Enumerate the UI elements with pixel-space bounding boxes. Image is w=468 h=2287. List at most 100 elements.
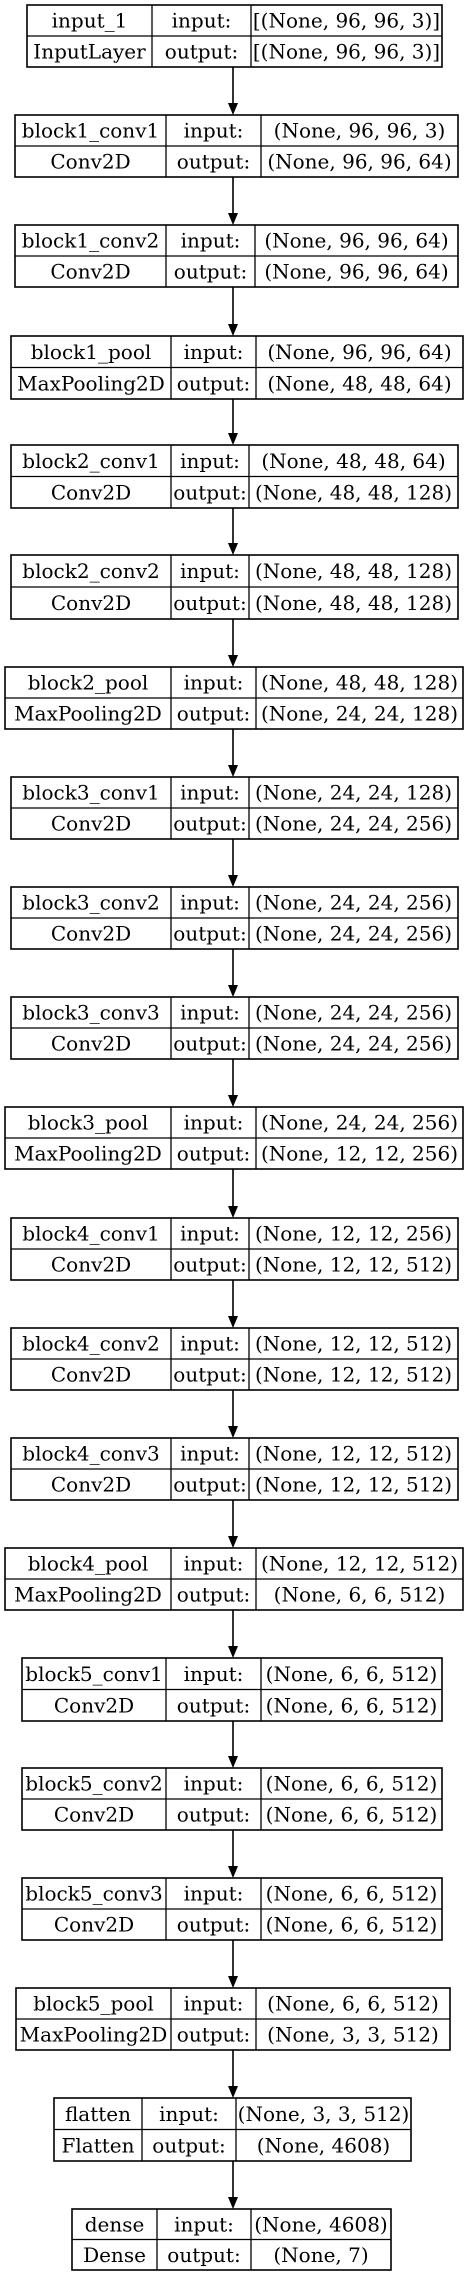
input-label: input: <box>180 781 240 805</box>
input-label: input: <box>184 1992 244 2016</box>
layer-name: input_1 <box>52 9 128 33</box>
input-shape: (None, 12, 12, 512) <box>255 1332 452 1356</box>
output-shape: (None, 96, 96, 64) <box>267 150 451 174</box>
layer-type: Conv2D <box>50 260 130 284</box>
output-label: output: <box>177 1693 250 1717</box>
layer-name: block4_conv1 <box>22 1222 159 1246</box>
layer-type: Conv2D <box>54 1803 134 1827</box>
layer-name: block2_conv2 <box>22 559 159 583</box>
arrowhead <box>228 655 238 667</box>
output-shape: (None, 6, 6, 512) <box>266 1693 438 1717</box>
arrowhead <box>228 1756 238 1768</box>
arrowhead <box>228 213 238 225</box>
input-label: input: <box>184 1552 244 1576</box>
layer-type: Conv2D <box>51 1473 131 1497</box>
input-shape: (None, 24, 24, 128) <box>255 781 452 805</box>
input-label: input: <box>174 2212 234 2236</box>
layer-type: Dense <box>83 2243 146 2267</box>
input-label: input: <box>184 1882 244 1906</box>
input-shape: (None, 12, 12, 256) <box>255 1222 452 1246</box>
output-shape: (None, 12, 12, 512) <box>255 1363 452 1387</box>
layer-type: Conv2D <box>50 150 130 174</box>
layer-type: MaxPooling2D <box>17 371 165 395</box>
input-label: input: <box>184 119 244 143</box>
edge-arrow <box>228 619 238 667</box>
arrowhead <box>228 2086 238 2098</box>
input-shape: (None, 96, 96, 64) <box>264 229 448 253</box>
layer-node-block4_pool: block4_poolMaxPooling2Dinput:output:(Non… <box>4 1547 464 1611</box>
input-shape: (None, 4608) <box>254 2212 387 2236</box>
input-shape: (None, 6, 6, 512) <box>266 1662 438 1686</box>
output-shape: (None, 48, 48, 64) <box>267 371 451 395</box>
edge-arrow <box>228 1721 238 1768</box>
edge-arrow <box>228 1500 238 1548</box>
input-shape: (None, 3, 3, 512) <box>238 2102 410 2126</box>
edge-arrow <box>228 2161 238 2209</box>
layer-name: dense <box>85 2212 145 2236</box>
output-label: output: <box>177 1142 250 1166</box>
edge-arrow <box>228 1610 238 1658</box>
output-label: output: <box>177 150 250 174</box>
layer-name: block3_conv2 <box>22 891 159 915</box>
input-shape: (None, 96, 96, 3) <box>274 119 446 143</box>
layer-type: Conv2D <box>51 1253 131 1277</box>
output-label: output: <box>177 2023 250 2047</box>
arrowhead <box>228 1646 238 1658</box>
edge-arrow <box>228 1390 238 1438</box>
layer-type: Conv2D <box>51 922 131 946</box>
layer-node-block2_pool: block2_poolMaxPooling2Dinput:output:(Non… <box>4 666 464 730</box>
input-label: input: <box>172 9 232 33</box>
layer-name: block4_conv3 <box>22 1442 159 1466</box>
edge-arrow <box>228 2050 238 2098</box>
layer-name: block5_conv3 <box>25 1882 162 1906</box>
output-shape: (None, 24, 24, 128) <box>261 702 458 726</box>
arrowhead <box>228 1206 238 1218</box>
arrowhead <box>228 1426 238 1438</box>
output-shape: (None, 7) <box>273 2243 368 2267</box>
output-shape: (None, 12, 12, 256) <box>261 1142 458 1166</box>
output-label: output: <box>177 371 250 395</box>
layer-type: Conv2D <box>54 1913 134 1937</box>
output-shape: (None, 6, 6, 512) <box>266 1913 438 1937</box>
output-label: output: <box>167 2243 240 2267</box>
output-label: output: <box>165 40 238 64</box>
output-shape: (None, 3, 3, 512) <box>267 2023 439 2047</box>
edge-arrow <box>228 1830 238 1878</box>
output-shape: (None, 6, 6, 512) <box>274 1583 446 1607</box>
output-shape: (None, 24, 24, 256) <box>255 922 452 946</box>
layer-name: block5_conv1 <box>25 1662 162 1686</box>
output-label: output: <box>152 2133 225 2157</box>
input-shape: (None, 6, 6, 512) <box>266 1882 438 1906</box>
arrowhead <box>228 1976 238 1988</box>
edge-arrow <box>228 949 238 997</box>
output-label: output: <box>177 702 250 726</box>
layer-node-block1_pool: block1_poolMaxPooling2Dinput:output:(Non… <box>10 335 464 400</box>
input-shape: (None, 48, 48, 128) <box>255 559 452 583</box>
layer-type: MaxPooling2D <box>14 1583 162 1607</box>
layer-type: Conv2D <box>51 480 131 504</box>
input-label: input: <box>184 1662 244 1686</box>
input-label: input: <box>180 559 240 583</box>
input-shape: [(None, 96, 96, 3)] <box>253 9 440 33</box>
input-label: input: <box>184 1111 244 1135</box>
layer-type: Flatten <box>62 2133 135 2157</box>
layer-name: block3_pool <box>28 1111 149 1135</box>
edge-arrow <box>228 729 238 777</box>
output-label: output: <box>177 1913 250 1937</box>
output-label: output: <box>177 1803 250 1827</box>
output-label: output: <box>173 1032 246 1056</box>
input-shape: (None, 6, 6, 512) <box>266 1772 438 1796</box>
output-shape: (None, 48, 48, 128) <box>255 480 452 504</box>
arrowhead <box>228 543 238 555</box>
input-label: input: <box>180 1222 240 1246</box>
layer-type: Conv2D <box>51 591 131 615</box>
layer-name: block1_conv2 <box>22 229 159 253</box>
